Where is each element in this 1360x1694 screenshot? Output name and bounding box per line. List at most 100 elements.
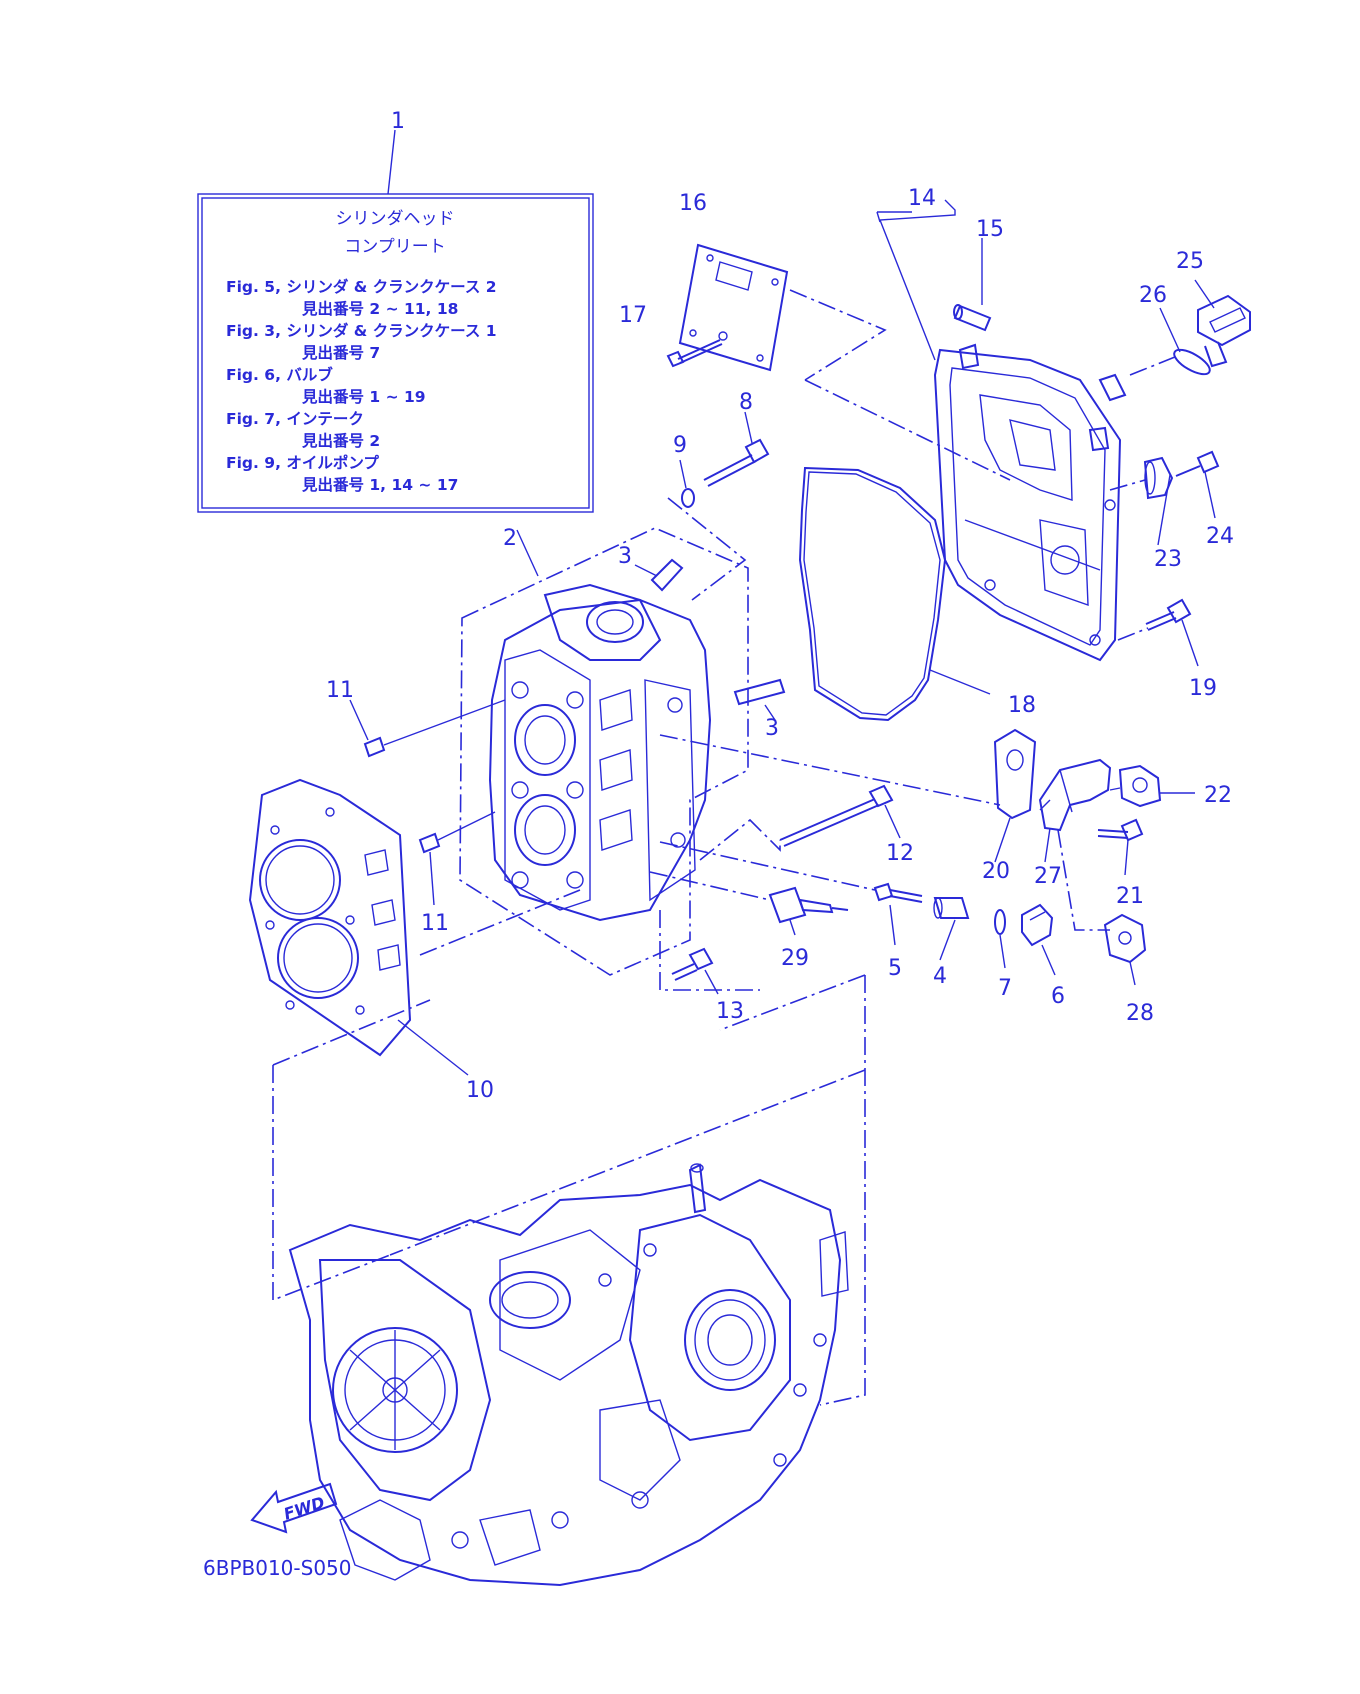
clip-28: [1103, 913, 1147, 964]
sensor-29: [768, 886, 849, 924]
reference-note-box: シリンダヘッド コンプリート Fig. 5, シリンダ & クランクケース 2 …: [197, 129, 594, 513]
bolt-12: [779, 784, 894, 847]
callout-1: 1: [391, 109, 405, 134]
leader-line: [1129, 961, 1136, 986]
assembly-line: [1109, 787, 1121, 791]
bolt-19: [1145, 598, 1192, 631]
drawing-code: 6BPB010-S050: [203, 1556, 352, 1580]
assembly-line: [1057, 829, 1110, 931]
note-line: Fig. 5, シリンダ & クランクケース 2: [226, 277, 497, 296]
note-line: Fig. 7, インテーク: [226, 410, 364, 428]
note-line: 見出番号 2 ~ 11, 18: [301, 299, 458, 318]
note-line: Fig. 3, シリンダ & クランクケース 1: [226, 321, 497, 340]
assembly-line: [659, 734, 1001, 806]
note-outer-frame: [197, 193, 594, 513]
note-line: 見出番号 7: [301, 343, 380, 362]
assembly-line: [1117, 627, 1149, 641]
callout-6: 6: [1051, 984, 1065, 1009]
gasket-18-inner: [803, 471, 941, 716]
leader-line: [1204, 471, 1216, 519]
callout-10: 10: [466, 1078, 494, 1103]
head-gasket-10: [248, 778, 412, 1057]
callout-28: 28: [1126, 1001, 1154, 1026]
assembly-line: [719, 974, 866, 1031]
callout-26: 26: [1139, 283, 1167, 308]
cylinder-block: [288, 1163, 849, 1587]
assembly-line: [1129, 354, 1181, 376]
dowel-11-lower: [418, 832, 441, 854]
cylinder-head-2: [488, 583, 712, 922]
bolt-5: [873, 882, 923, 903]
callout-8: 8: [739, 390, 753, 415]
stud-3-upper: [650, 558, 684, 592]
callout-23: 23: [1154, 547, 1182, 572]
assembly-line: [804, 379, 1011, 481]
note-line: 見出番号 1 ~ 19: [301, 387, 426, 406]
leader-line: [1157, 474, 1171, 546]
assembly-line: [1039, 799, 1051, 811]
leader-line: [1044, 827, 1051, 863]
callout-9: 9: [673, 433, 687, 458]
note-title-line2: コンプリート: [344, 237, 446, 257]
callout-22: 22: [1204, 783, 1232, 808]
leader-line: [1124, 839, 1129, 876]
leader-line: [1181, 619, 1199, 667]
assembly-line: [419, 889, 581, 956]
note-inner-frame: [201, 197, 590, 509]
note-line: 見出番号 2: [301, 431, 380, 450]
leader-line: [929, 669, 991, 695]
callout-12: 12: [886, 841, 914, 866]
o-ring-26: [1173, 348, 1211, 376]
leader-line: [999, 934, 1006, 969]
leader-line: [679, 459, 687, 489]
leader-line: [429, 851, 435, 906]
fwd-arrow-icon: FWD: [250, 1482, 338, 1534]
assembly-line: [272, 999, 431, 1066]
callout-14: 14: [908, 186, 936, 211]
dowel-pin-15: [953, 304, 992, 332]
leader-line: [789, 919, 796, 936]
callout-29: 29: [781, 946, 809, 971]
leader-line: [387, 129, 396, 195]
callout-3: 3: [765, 716, 779, 741]
callout-11: 11: [326, 678, 354, 703]
callout-13: 13: [716, 999, 744, 1024]
callout-15: 15: [976, 217, 1004, 242]
assembly-line: [649, 871, 771, 901]
assembly-line: [389, 1069, 866, 1256]
callout-11: 11: [421, 911, 449, 936]
assembly-line: [699, 818, 781, 861]
callout-18: 18: [1008, 693, 1036, 718]
bracket-27: [1038, 758, 1112, 832]
fwd-label: FWD: [281, 1493, 327, 1524]
screw-17: [666, 339, 723, 368]
callout-17: 17: [619, 303, 647, 328]
plug-25: [1197, 294, 1251, 368]
assembly-line: [659, 910, 760, 991]
bolt-8: [703, 438, 770, 487]
callout-2: 2: [503, 526, 517, 551]
bolt-21: [1097, 818, 1144, 842]
note-title-line1: シリンダヘッド: [336, 209, 455, 229]
leader-line: [994, 817, 1011, 863]
oil-pump-assembly-14: [933, 343, 1127, 662]
bolt-13: [671, 947, 714, 981]
note-line: 見出番号 1, 14 ~ 17: [301, 475, 458, 494]
note-line: Fig. 6, バルブ: [226, 365, 333, 384]
callout-7: 7: [998, 976, 1012, 1001]
leader-line: [878, 199, 956, 361]
callout-24: 24: [1206, 524, 1234, 549]
leader-line: [764, 704, 776, 721]
bolt-24: [1175, 450, 1220, 477]
leader-line: [516, 529, 539, 577]
assembly-line: [659, 841, 876, 891]
stud-3-lower: [733, 678, 786, 706]
callout-4: 4: [933, 964, 947, 989]
assembly-line: [789, 289, 887, 381]
cap-23: [1143, 456, 1174, 500]
leader-line: [1041, 944, 1056, 976]
assembly-line: [383, 699, 506, 746]
callout-20: 20: [982, 859, 1010, 884]
plate-20: [993, 728, 1037, 820]
